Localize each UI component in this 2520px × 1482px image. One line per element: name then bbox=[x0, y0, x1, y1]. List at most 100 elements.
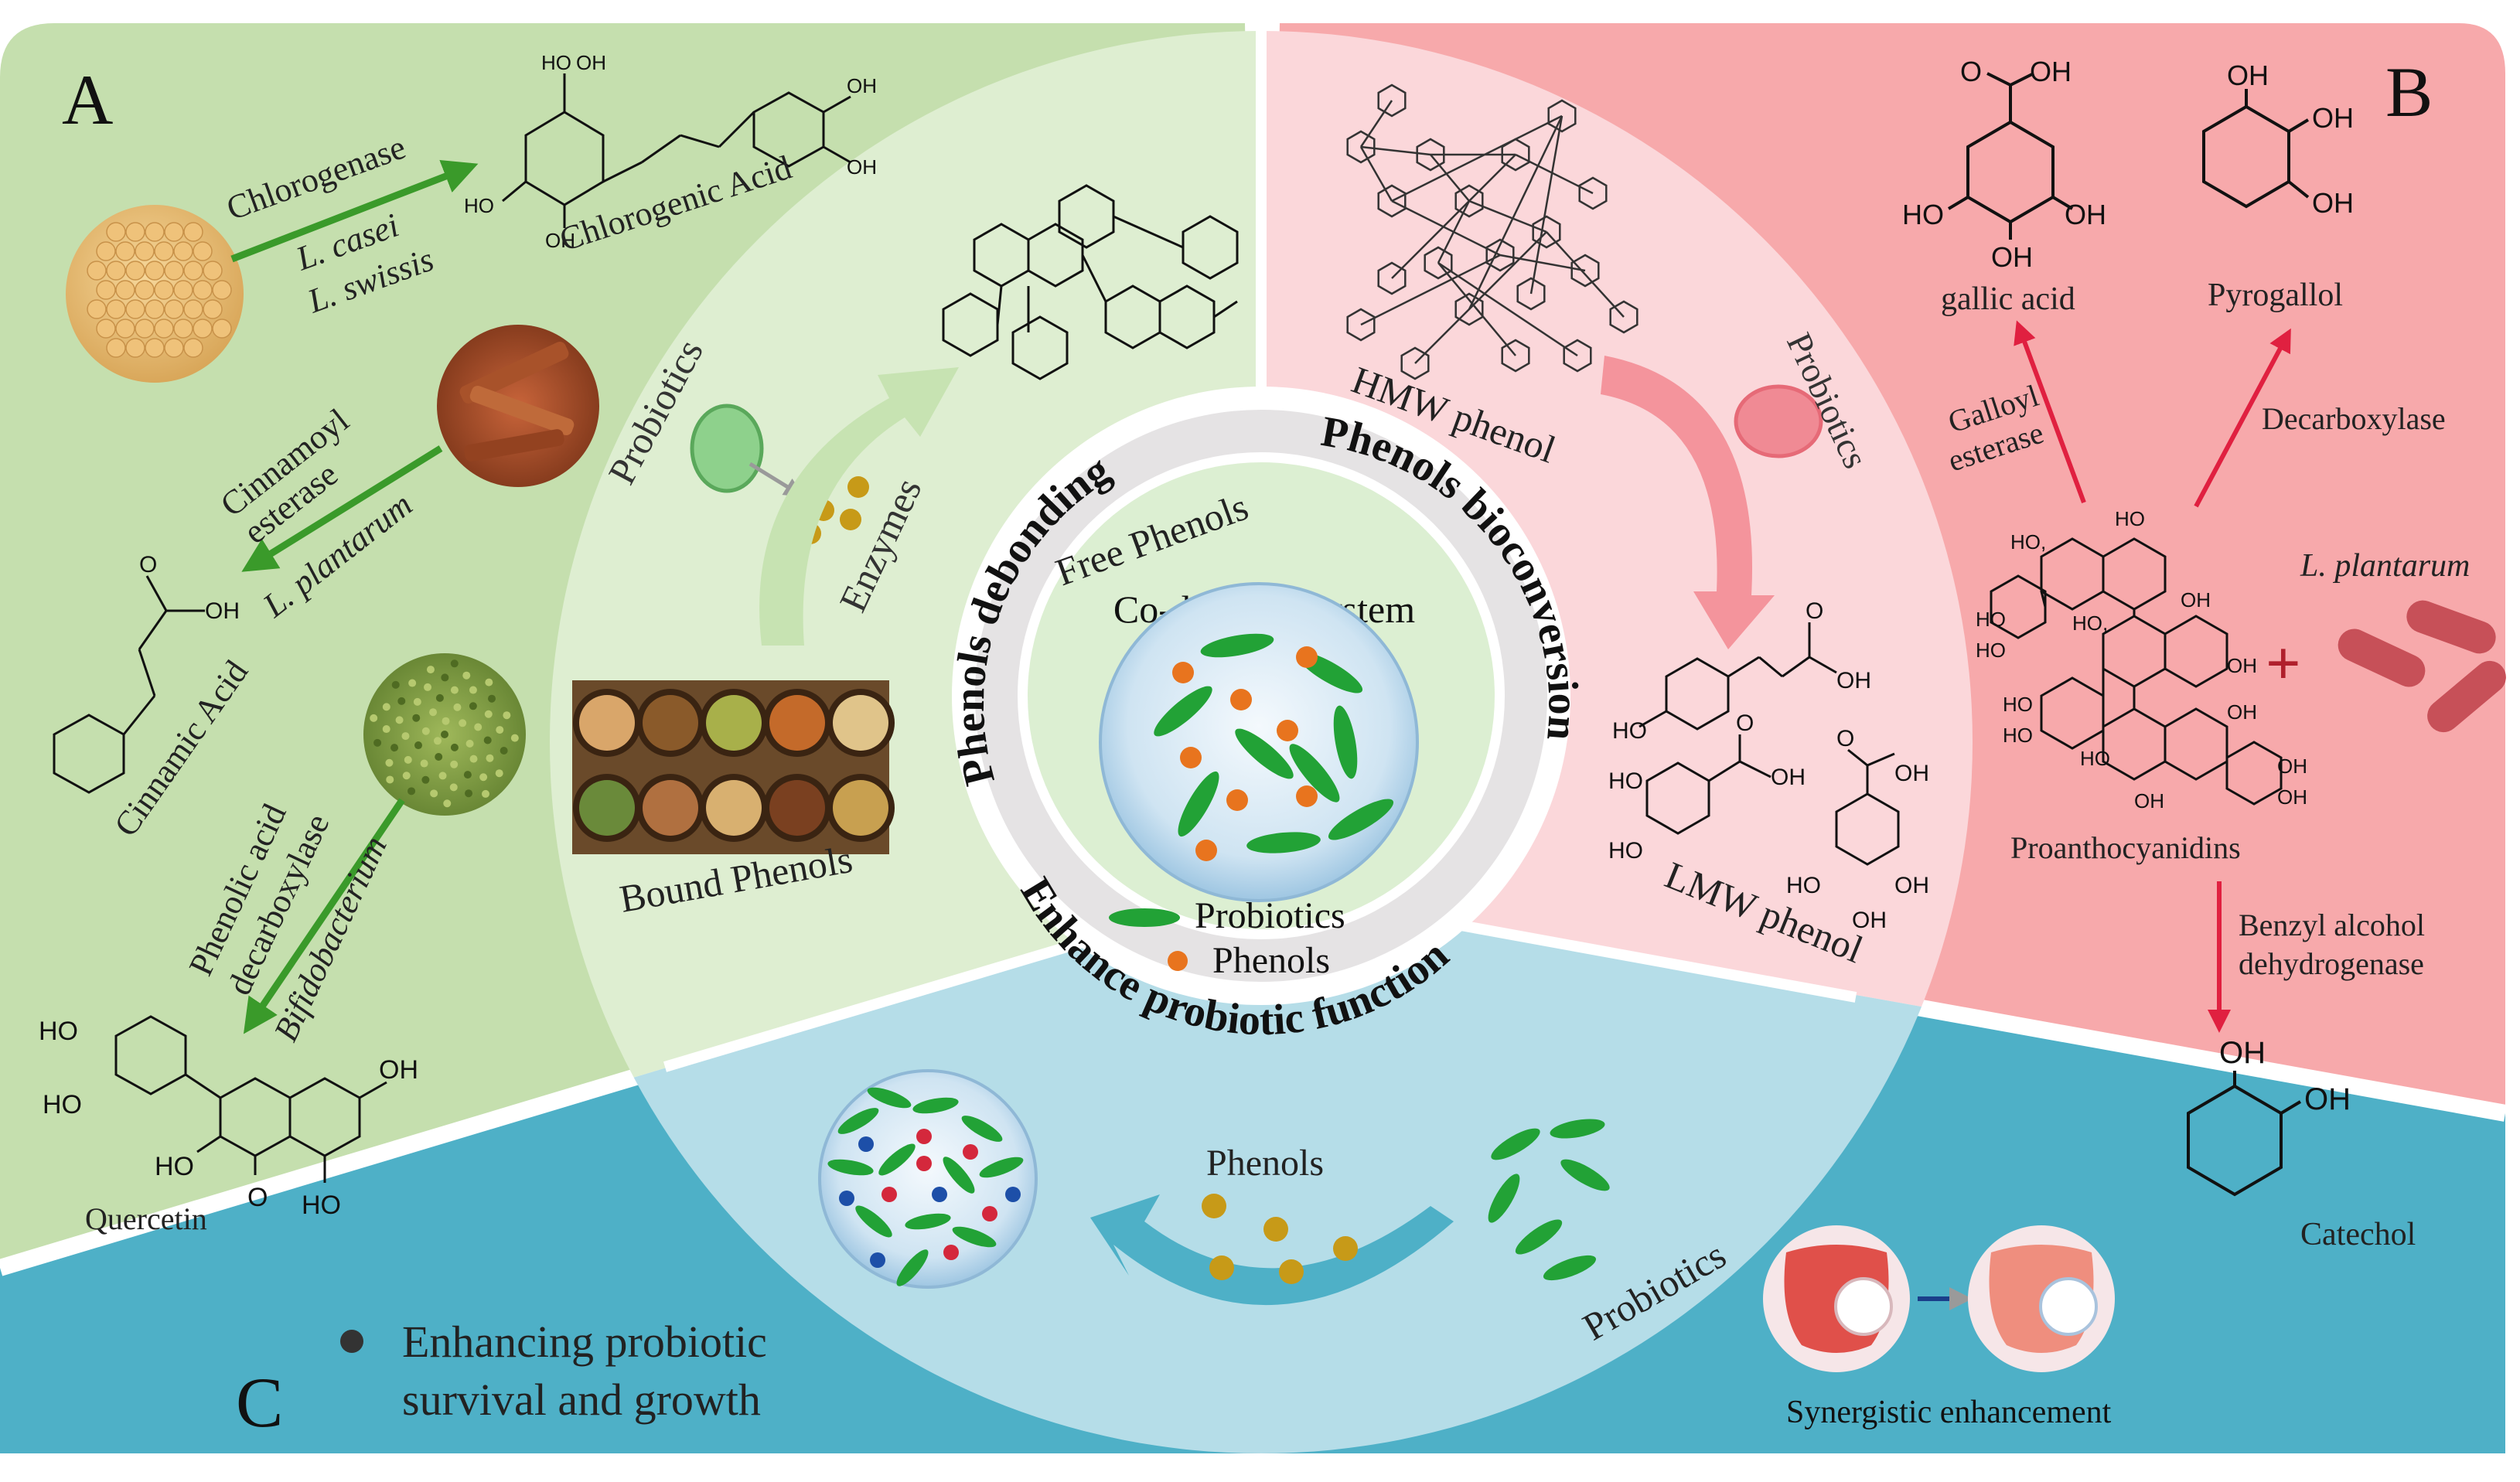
svg-text:OH: OH bbox=[847, 74, 877, 97]
svg-text:O: O bbox=[1960, 56, 1982, 87]
co-probiotic-rod bbox=[1154, 686, 1212, 737]
svg-text:OH: OH bbox=[2227, 60, 2269, 91]
co-probiotic-rod bbox=[1289, 744, 1340, 802]
c-probiotic-rod bbox=[912, 1097, 959, 1114]
arrow-decarboxylase-b bbox=[2194, 328, 2291, 508]
svg-text:HO: HO bbox=[2115, 507, 2145, 530]
bullet-line-1: Enhancing probiotic bbox=[402, 1317, 767, 1367]
panel-a-letter: A bbox=[62, 60, 113, 139]
c-particle-dot bbox=[943, 1245, 959, 1260]
svg-text:OH: OH bbox=[1991, 241, 2033, 273]
label-decarboxylase: Decarboxylase bbox=[2262, 401, 2446, 436]
svg-text:OH: OH bbox=[2277, 755, 2307, 778]
arrow-decarboxylase bbox=[243, 798, 405, 1034]
c-free-probiotic bbox=[1488, 1174, 1520, 1223]
panel-c-letter: C bbox=[236, 1363, 283, 1442]
c-probiotic-rod bbox=[827, 1159, 874, 1176]
svg-text:OH: OH bbox=[205, 598, 240, 624]
label-benzyl-2: dehydrogenase bbox=[2239, 946, 2424, 981]
svg-text:OH: OH bbox=[2312, 102, 2354, 134]
herb-image bbox=[363, 653, 526, 816]
soybean-image bbox=[66, 205, 244, 383]
legend-probiotics-label: Probiotics bbox=[1195, 895, 1345, 936]
svg-text:HO: HO bbox=[2080, 747, 2110, 770]
co-phenol-dot bbox=[1296, 785, 1318, 807]
curved-arrow-release bbox=[759, 367, 959, 646]
svg-text:O: O bbox=[1806, 598, 1823, 624]
chlorogenic-acid-structure bbox=[502, 73, 851, 228]
probiotic-rods-c bbox=[1488, 1119, 1610, 1281]
label-phenols-c: Phenols bbox=[1206, 1143, 1324, 1184]
svg-text:OH: OH bbox=[545, 229, 575, 252]
co-delivery-particles bbox=[1154, 633, 1394, 861]
label-catechol: Catechol bbox=[2300, 1217, 2416, 1252]
c-probiotic-rod bbox=[867, 1087, 912, 1109]
svg-text:HO: HO bbox=[464, 194, 494, 217]
svg-text:OH: OH bbox=[2227, 654, 2257, 677]
co-phenol-dot bbox=[1195, 840, 1217, 861]
svg-text:OH: OH bbox=[1894, 873, 1929, 898]
c-probiotic-rod bbox=[952, 1226, 997, 1248]
label-l-plantarum-b: L. plantarum bbox=[2300, 548, 2470, 584]
c-probiotic-rod bbox=[878, 1143, 916, 1176]
quercetin-structure bbox=[114, 1015, 387, 1183]
c-particle-dot bbox=[881, 1187, 897, 1202]
svg-text:HO: HO bbox=[541, 51, 571, 74]
svg-text:HO: HO bbox=[155, 1152, 194, 1181]
svg-text:HO,: HO, bbox=[2010, 530, 2046, 554]
svg-text:O: O bbox=[1836, 726, 1854, 751]
svg-text:OH: OH bbox=[2219, 1036, 2266, 1070]
svg-text:HO: HO bbox=[1608, 838, 1643, 864]
svg-text:OH: OH bbox=[847, 155, 877, 179]
label-pyrogallol: Pyrogallol bbox=[2208, 278, 2343, 313]
co-phenol-dot bbox=[1277, 720, 1298, 741]
c-probiotic-rod bbox=[855, 1205, 892, 1238]
co-probiotic-rod bbox=[1235, 728, 1294, 779]
label-proanthocyanidins: Proanthocyanidins bbox=[2010, 830, 2241, 865]
bullet-dot bbox=[340, 1330, 363, 1353]
panel-b-letter: B bbox=[2385, 53, 2433, 131]
legend-phenols-label: Phenols bbox=[1212, 940, 1330, 981]
co-phenol-dot bbox=[1226, 789, 1248, 811]
probiotic-cell-a bbox=[690, 404, 764, 493]
svg-text:HO: HO bbox=[1902, 199, 1944, 230]
bound-phenols-image bbox=[572, 680, 895, 854]
svg-text:HO: HO bbox=[1976, 639, 2006, 662]
enhanced-probiotic-particles bbox=[827, 1087, 1024, 1286]
svg-text:O: O bbox=[247, 1183, 268, 1212]
label-benzyl-1: Benzyl alcohol bbox=[2239, 908, 2425, 942]
legend-probiotic-swatch bbox=[1109, 908, 1180, 927]
bullet-line-2: survival and growth bbox=[402, 1375, 761, 1425]
c-particle-dot bbox=[839, 1191, 854, 1206]
catechol-structure bbox=[2187, 1071, 2302, 1197]
svg-text:OH: OH bbox=[576, 51, 606, 74]
svg-text:HO: HO bbox=[1612, 718, 1647, 744]
svg-text:O: O bbox=[139, 552, 157, 577]
c-particle-dot bbox=[916, 1156, 932, 1171]
svg-text:HO,: HO, bbox=[2072, 612, 2108, 635]
svg-text:OH: OH bbox=[2312, 187, 2354, 219]
c-free-probiotic bbox=[1543, 1255, 1597, 1281]
co-phenol-dot bbox=[1296, 646, 1318, 668]
svg-text:OH: OH bbox=[1894, 761, 1929, 786]
lmw-phenol-structures bbox=[1639, 622, 1900, 866]
probiotic-cell-b bbox=[1734, 384, 1823, 458]
svg-text:HO: HO bbox=[43, 1090, 82, 1119]
svg-text:OH: OH bbox=[2134, 789, 2164, 813]
c-particle-dot bbox=[1005, 1187, 1021, 1202]
svg-text:HO: HO bbox=[1786, 873, 1821, 898]
gut-before-image bbox=[1763, 1225, 1910, 1372]
co-probiotic-rod bbox=[1328, 799, 1394, 840]
co-probiotic-rod bbox=[1333, 705, 1358, 779]
co-probiotic-rod bbox=[1178, 771, 1219, 837]
curved-arrow-enhance bbox=[1090, 1194, 1454, 1306]
c-free-probiotic bbox=[1515, 1219, 1563, 1255]
c-probiotic-rod bbox=[943, 1157, 975, 1194]
svg-text:HO: HO bbox=[2003, 693, 2033, 716]
svg-text:HO: HO bbox=[1976, 608, 2006, 631]
svg-text:OH: OH bbox=[1852, 908, 1887, 933]
phenol-dots-c bbox=[1202, 1194, 1358, 1284]
c-free-probiotic bbox=[1491, 1128, 1540, 1160]
co-phenol-dot bbox=[1230, 689, 1252, 710]
